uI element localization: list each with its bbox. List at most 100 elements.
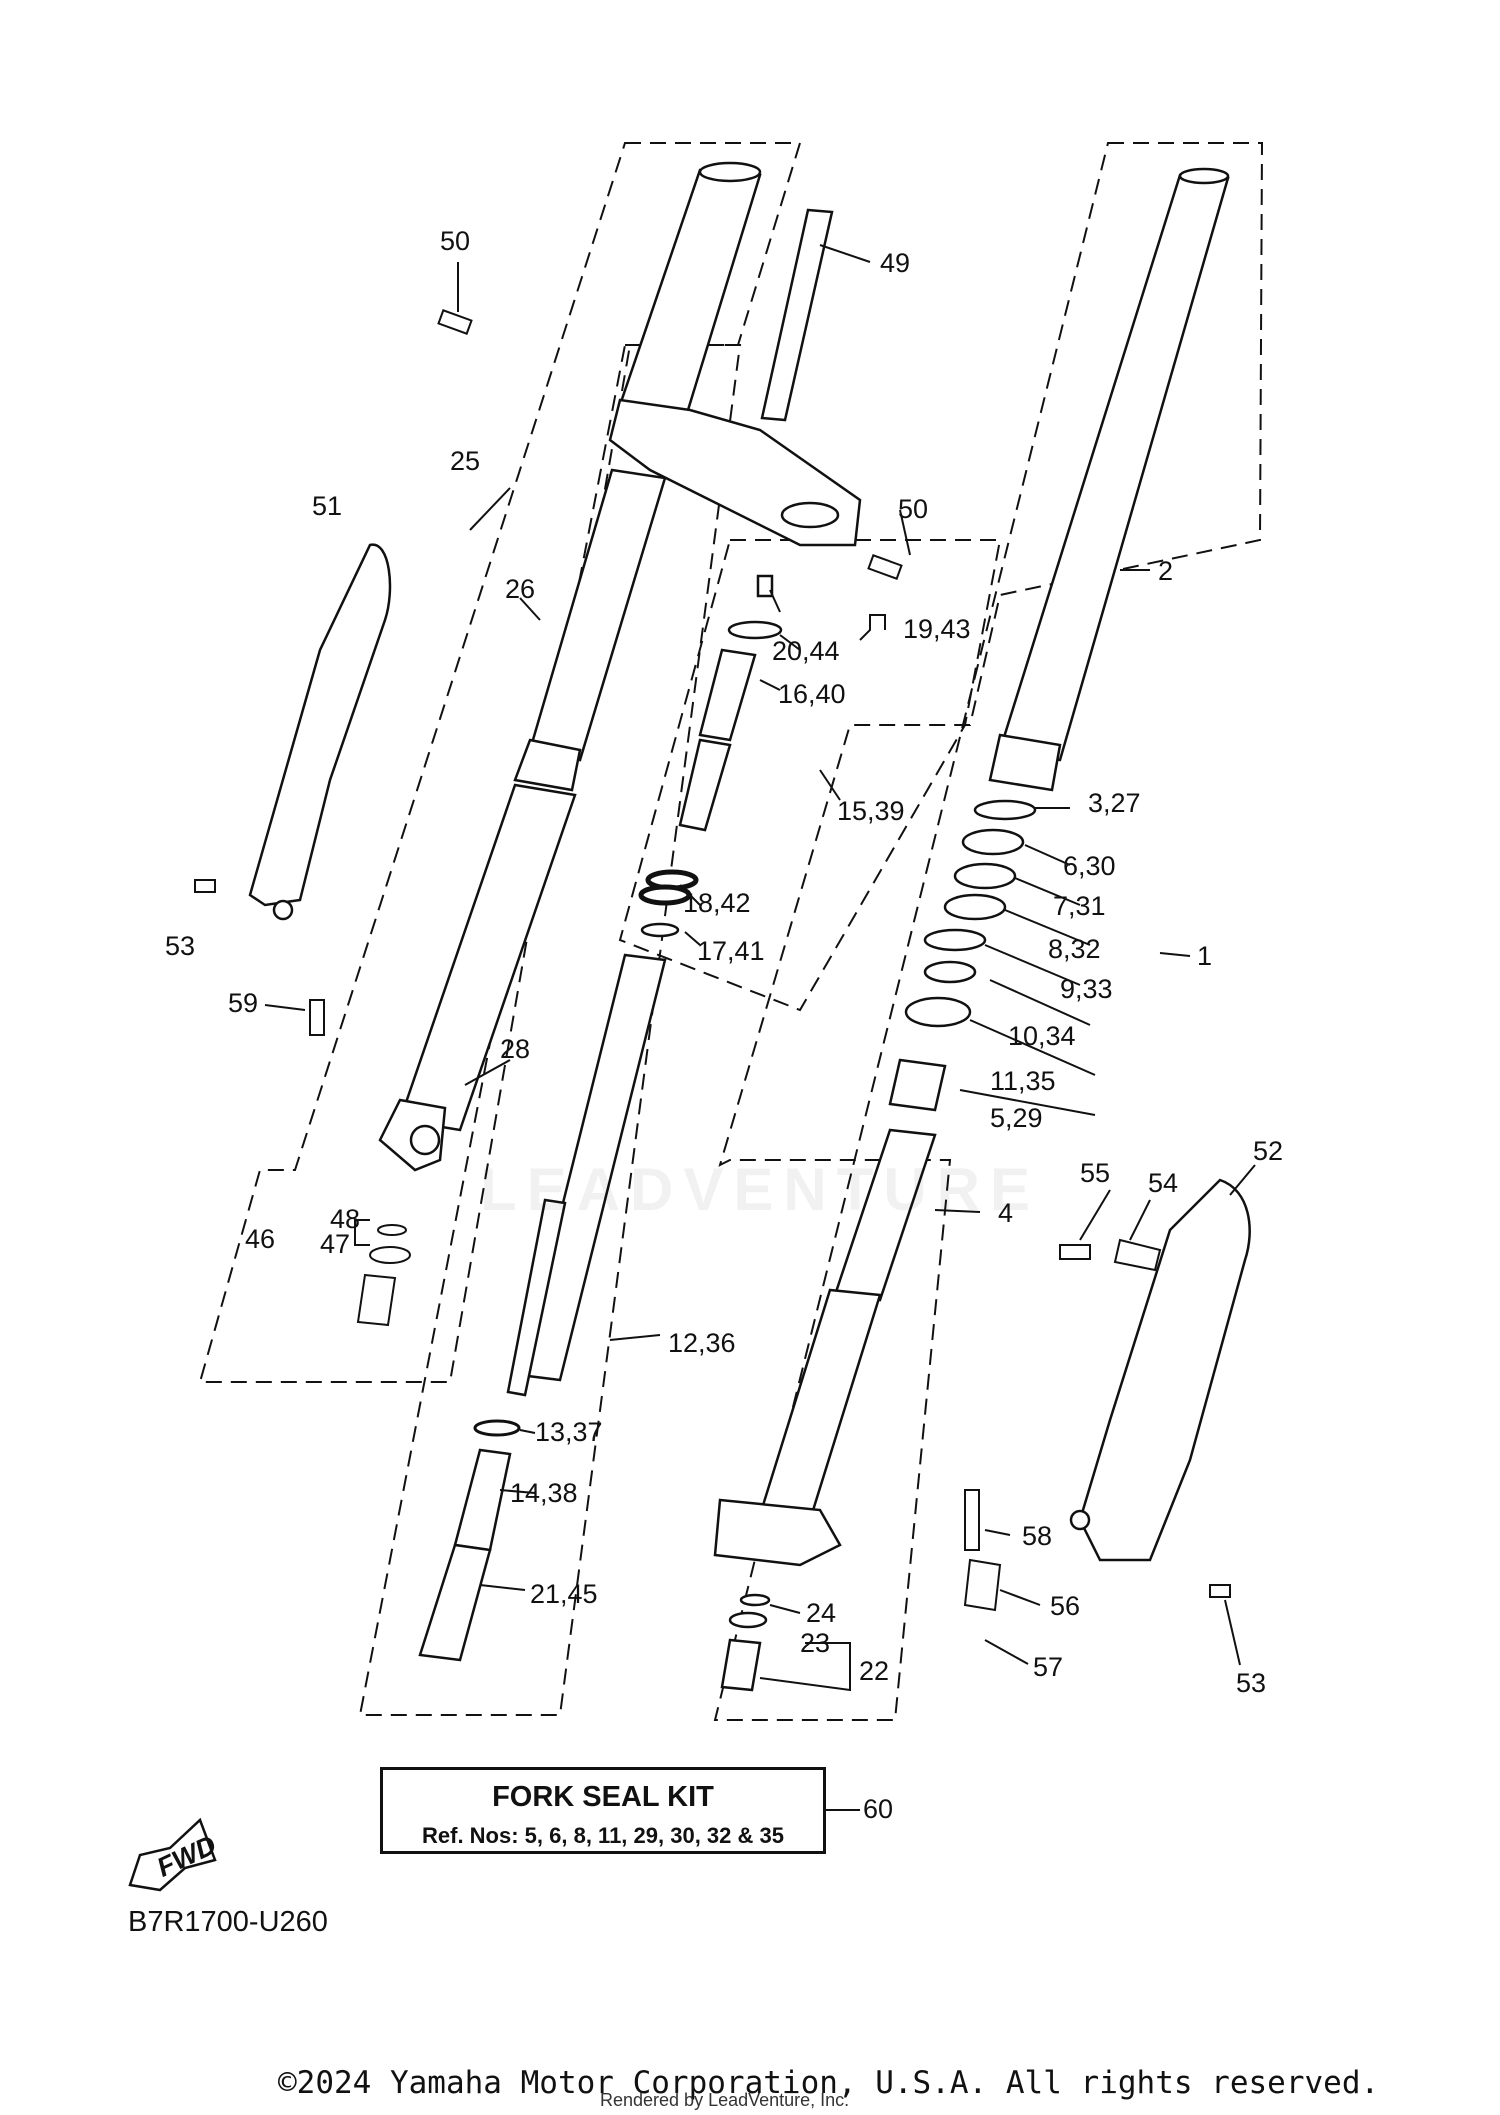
callout-c59: 59 [228,988,258,1018]
callout-c832: 8,32 [1048,934,1101,964]
diagram-code: B7R1700-U260 [128,1906,328,1938]
callout-c23: 23 [800,1628,830,1658]
callout-c24: 24 [806,1598,836,1628]
bracket-54 [1113,1238,1162,1272]
callout-c1741: 17,41 [697,936,765,966]
callout-c630: 6,30 [1063,851,1116,881]
seal-10 [923,960,977,984]
bolt-46 [356,1273,397,1327]
ring-3 [973,799,1037,821]
fwd-arrow-icon [128,1817,217,1892]
fork-spring-21 [418,1543,492,1662]
damper-spring-16 [698,648,757,742]
washer-24 [739,1593,771,1607]
washer-17 [640,922,680,938]
seal-7 [953,862,1017,890]
callout-c49: 49 [880,248,910,278]
callout-c529: 5,29 [990,1103,1043,1133]
left-outer-tube [618,168,762,412]
callout-c47: 47 [320,1229,350,1259]
bolt-58 [964,1489,980,1551]
inner-tube-assembly-outline [358,344,742,1716]
cartridge-assembly-outline [618,539,1002,1012]
left-fork-seal-band [513,738,582,792]
damper-rod-15 [678,738,732,832]
callout-c46: 46 [245,1224,275,1254]
callout-c1640: 16,40 [778,679,846,709]
bracket-56 [963,1558,1002,1612]
callout-c58: 58 [1022,1521,1052,1551]
left-stem [760,208,834,422]
callout-c26: 26 [505,574,535,604]
callout-c2: 2 [1158,556,1173,586]
callout-c53a: 53 [165,931,195,961]
washer-47 [369,1246,411,1264]
left-fork-assembly-outline [198,142,802,1383]
ring-8 [943,893,1007,921]
rendered-by-notice: Rendered by LeadVenture, Inc. [600,2090,850,2110]
spring-seat-14 [453,1448,512,1552]
callout-c52: 52 [1253,1136,1283,1166]
callout-c1: 1 [1197,941,1212,971]
callout-c51: 51 [312,491,342,521]
callout-c327: 3,27 [1088,788,1141,818]
bolt-53a [194,879,216,893]
callout-c4: 4 [998,1198,1013,1228]
fork-guards [248,543,1251,1562]
callout-c56: 56 [1050,1591,1080,1621]
damper-parts [418,574,783,1662]
callout-c55: 55 [1080,1158,1110,1188]
callout-c731: 7,31 [1053,891,1106,921]
cartridge-rod [506,1198,567,1397]
bolt-50a [437,309,473,335]
washer-23 [728,1611,768,1629]
inner-tube-4 [833,1128,937,1302]
left-inner-tube-upper [528,468,667,762]
callout-c22: 22 [859,1656,889,1686]
left-fork-leg [398,783,577,1132]
seal-6 [961,828,1025,856]
right-seal-band [988,733,1062,792]
callout-c53b: 53 [1236,1668,1266,1698]
callout-c50b: 50 [898,494,928,524]
kit-refs: Ref. Nos: 5, 6, 8, 11, 29, 30, 32 & 35 [422,1823,784,1848]
dust-seal-11 [904,996,972,1028]
fork-seal-kit-box: FORK SEAL KIT Ref. Nos: 5, 6, 8, 11, 29,… [380,1767,826,1854]
callout-c57: 57 [1033,1652,1063,1682]
callout-c1337: 13,37 [535,1417,603,1447]
callout-c2145: 21,45 [530,1579,598,1609]
watermark-text: LEADVENTURE [480,1156,1041,1223]
callout-c28: 28 [500,1034,530,1064]
callout-c1135: 11,35 [990,1066,1056,1096]
bushing-5 [888,1058,947,1112]
bolt-53b [1209,1584,1231,1598]
callout-c2044: 20,44 [772,636,840,666]
o-ring-13 [473,1419,521,1437]
right-outer-tube [998,173,1230,762]
damper-bolt-19 [756,574,774,598]
callout-c54: 54 [1148,1168,1178,1198]
kit-title: FORK SEAL KIT [492,1781,714,1813]
callout-c1034: 10,34 [1008,1021,1076,1051]
left-fork [378,161,862,1172]
callout-c1539: 15,39 [837,796,905,826]
bolt-50b [867,554,903,580]
callout-c1236: 12,36 [668,1328,736,1358]
clip-9 [923,928,987,952]
right-fork [713,167,1230,1692]
leader-lines [264,244,1256,1811]
fwd-arrow: FWD [128,1817,221,1892]
right-fork-leg [758,1288,882,1522]
o-ring-18b [638,884,692,906]
callout-c1842: 18,42 [683,888,751,918]
callout-c1943: 19,43 [903,614,971,644]
right-fork-guard-52 [1078,1178,1251,1562]
ring-48 [377,1224,407,1236]
right-fork-assembly-outline [713,142,1264,1721]
callout-c50a: 50 [440,226,470,256]
bolt-22 [720,1638,762,1692]
callout-c48: 48 [330,1204,360,1234]
copyright-notice: ©2024 Yamaha Motor Corporation, U.S.A. A… [278,2065,1380,2101]
bolt-59 [309,999,325,1036]
